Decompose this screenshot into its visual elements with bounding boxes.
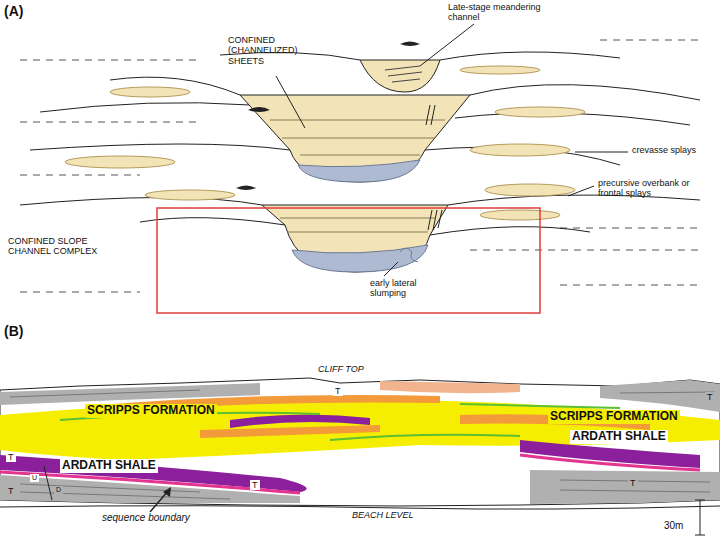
formation-label: ARDATH SHALE (570, 430, 668, 444)
unit-code: T (250, 480, 260, 490)
callout-label: CONFINED (CHANNELIZED) SHEETS (228, 35, 320, 66)
formation-label: SCRIPPS FORMATION (548, 410, 680, 424)
panel-letter: (B) (4, 323, 23, 339)
callout-label: Late-stage meandering channel (448, 2, 568, 23)
panel-a-sketch (20, 24, 700, 313)
fault-code: D (54, 486, 63, 494)
panel-letter: (A) (4, 3, 23, 19)
callout-label: crevasse splays (632, 145, 696, 155)
formation-label: SCRIPPS FORMATION (85, 404, 217, 418)
cliff-label: CLIFF TOP (318, 364, 364, 374)
unit-code: T (705, 392, 715, 402)
fault-code: U (30, 474, 39, 482)
unit-code: T (6, 452, 16, 462)
region-label: CONFINED SLOPE CHANNEL COMPLEX (8, 236, 130, 257)
formation-label: ARDATH SHALE (60, 459, 158, 473)
scale-label: 30m (664, 520, 683, 532)
unit-code: T (333, 386, 343, 396)
callout-label: precursive overbank or frontal splays (598, 178, 710, 199)
unit-code: T (628, 478, 638, 488)
annotation-label: sequence boundary (100, 512, 192, 524)
level-label: BEACH LEVEL (350, 510, 416, 520)
panel-b-cliff-section (0, 378, 720, 535)
callout-label: early lateral slumping (370, 278, 452, 299)
unit-code: T (6, 486, 16, 496)
